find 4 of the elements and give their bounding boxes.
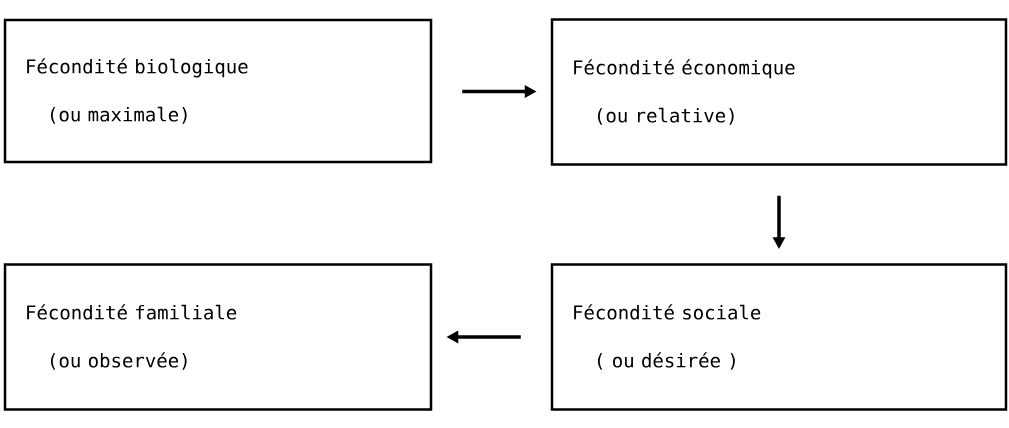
- text-box: Fécondité familiale (ou observée): [3, 263, 433, 411]
- text-box: Fécondité sociale ( ou désirée ): [550, 263, 1008, 411]
- text-box: Fécondité économique (ou relative): [550, 18, 1008, 166]
- text-box: Fécondité biologique (ou maximale): [3, 18, 433, 164]
